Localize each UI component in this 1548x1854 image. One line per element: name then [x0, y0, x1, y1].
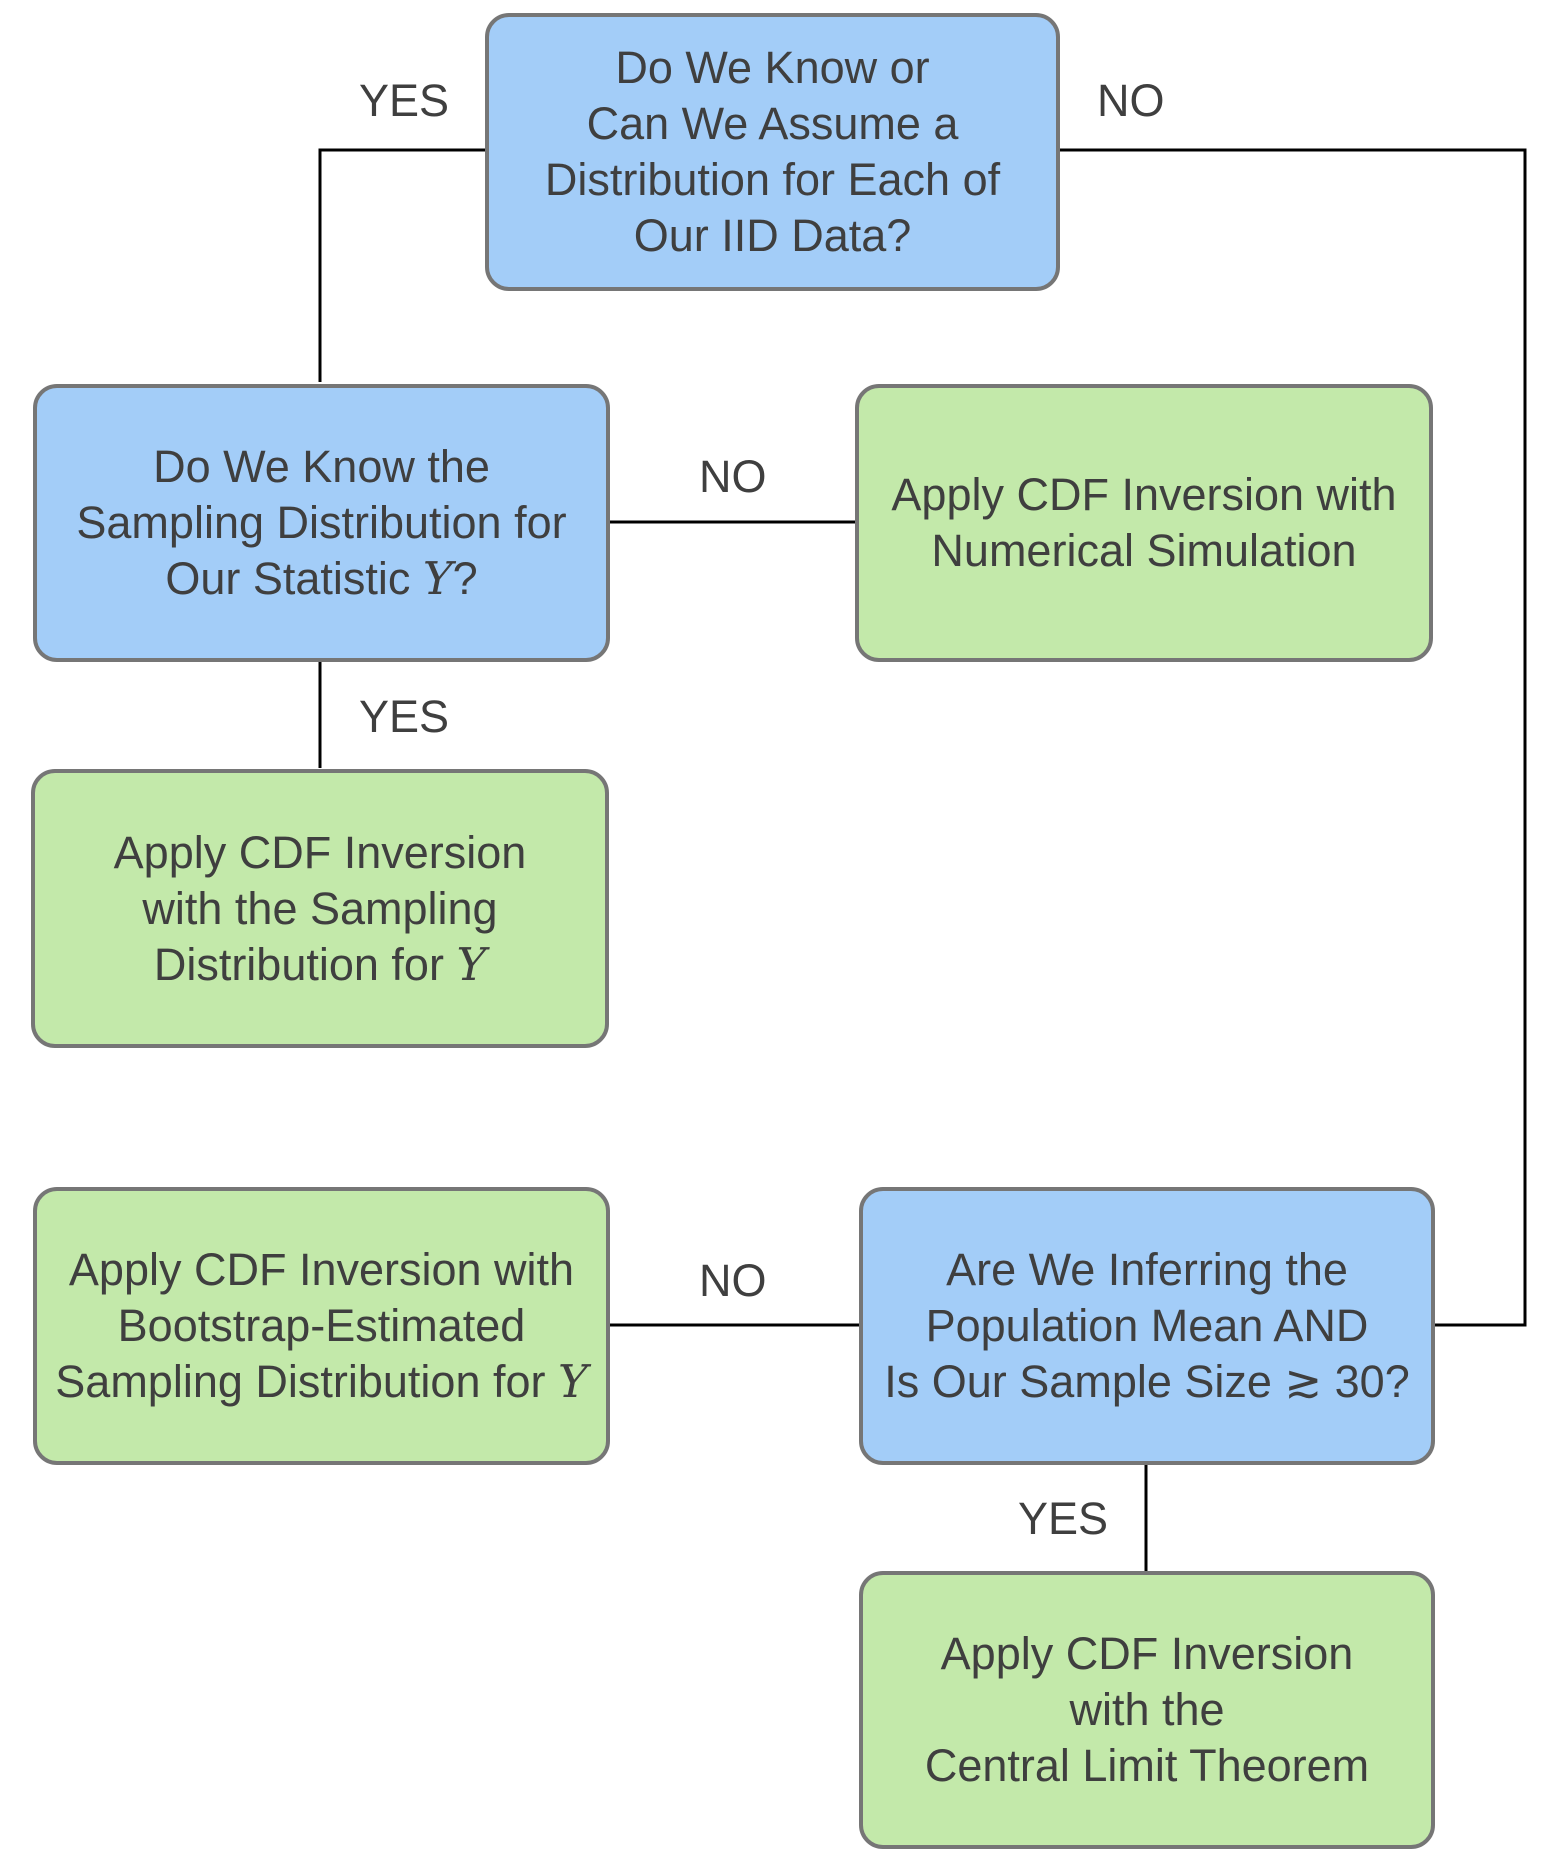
action-central-limit-theorem-text: Apply CDF Inversion with the Central Lim… — [925, 1626, 1369, 1794]
question-sampling-distribution-text: Do We Know the Sampling Distribution for… — [76, 439, 566, 607]
node-text-line: Apply CDF Inversion with — [68, 1244, 575, 1295]
node-text-line: Apply CDF Inversion with — [891, 469, 1397, 520]
connector-q1-no — [1058, 148, 1527, 1327]
connector-q1-yes — [318, 148, 486, 382]
node-text-line: Apply CDF Inversion — [940, 1628, 1354, 1679]
action-sampling-distribution: Apply CDF Inversion with the Sampling Di… — [31, 769, 609, 1048]
action-numerical-simulation: Apply CDF Inversion with Numerical Simul… — [855, 384, 1433, 662]
edge-label-q1-no: NO — [1097, 75, 1165, 126]
node-text-line: Can We Assume a — [586, 98, 959, 149]
node-text: Is Our Sample Size — [884, 1356, 1285, 1407]
node-text-line: Distribution for Each of — [544, 154, 1001, 205]
node-text-line: Central Limit Theorem — [924, 1740, 1370, 1791]
question-population-mean: Are We Inferring the Population Mean AND… — [859, 1187, 1435, 1465]
node-text: Sampling Distribution for — [55, 1356, 558, 1407]
edge-label-q1-yes: YES — [359, 75, 450, 126]
action-bootstrap: Apply CDF Inversion with Bootstrap-Estim… — [33, 1187, 610, 1465]
action-sampling-distribution-text: Apply CDF Inversion with the Sampling Di… — [114, 825, 527, 993]
action-bootstrap-text: Apply CDF Inversion with Bootstrap-Estim… — [55, 1242, 587, 1410]
node-text-line: Our IID Data? — [633, 210, 912, 261]
edge-label-q3-yes: YES — [1018, 1493, 1109, 1544]
node-text-line: Our Statistic Y? — [76, 551, 566, 607]
node-text-line: Distribution for Y — [114, 937, 527, 993]
action-central-limit-theorem: Apply CDF Inversion with the Central Lim… — [859, 1571, 1435, 1849]
node-text-line: Bootstrap-Estimated — [117, 1300, 526, 1351]
node-text: 30? — [1322, 1356, 1410, 1407]
question-known-distribution-text: Do We Know or Can We Assume a Distributi… — [545, 40, 1000, 264]
node-text-line: Numerical Simulation — [931, 525, 1357, 576]
node-text: ? — [452, 553, 478, 604]
node-text-line: Do We Know or — [615, 42, 930, 93]
question-sampling-distribution: Do We Know the Sampling Distribution for… — [33, 384, 610, 662]
question-population-mean-text: Are We Inferring the Population Mean AND… — [884, 1242, 1409, 1410]
action-numerical-simulation-text: Apply CDF Inversion with Numerical Simul… — [891, 467, 1396, 579]
edge-label-q2-no: NO — [699, 451, 767, 502]
node-text-line: with the Sampling — [142, 882, 498, 934]
node-text-line: with the — [1069, 1684, 1225, 1735]
edge-label-q2-yes: YES — [359, 691, 450, 742]
greater-approx-symbol: ≳ — [1284, 1356, 1323, 1407]
node-text-line: Are We Inferring the — [946, 1244, 1348, 1295]
node-text-line: Population Mean AND — [925, 1300, 1369, 1351]
node-text: Our Statistic — [165, 553, 423, 604]
node-text-line: Is Our Sample Size ≳ 30? — [884, 1354, 1409, 1410]
statistic-variable: Y — [558, 1355, 588, 1408]
node-text: Distribution for — [153, 938, 457, 990]
node-text-line: Apply CDF Inversion — [113, 826, 527, 878]
node-text-line: Sampling Distribution for — [76, 497, 567, 548]
statistic-variable: Y — [422, 552, 453, 605]
edge-label-q3-no: NO — [699, 1255, 767, 1306]
node-text-line: Do We Know the — [153, 441, 490, 492]
statistic-variable: Y — [456, 937, 487, 991]
question-known-distribution: Do We Know or Can We Assume a Distributi… — [485, 13, 1060, 291]
node-text-line: Sampling Distribution for Y — [55, 1354, 587, 1410]
